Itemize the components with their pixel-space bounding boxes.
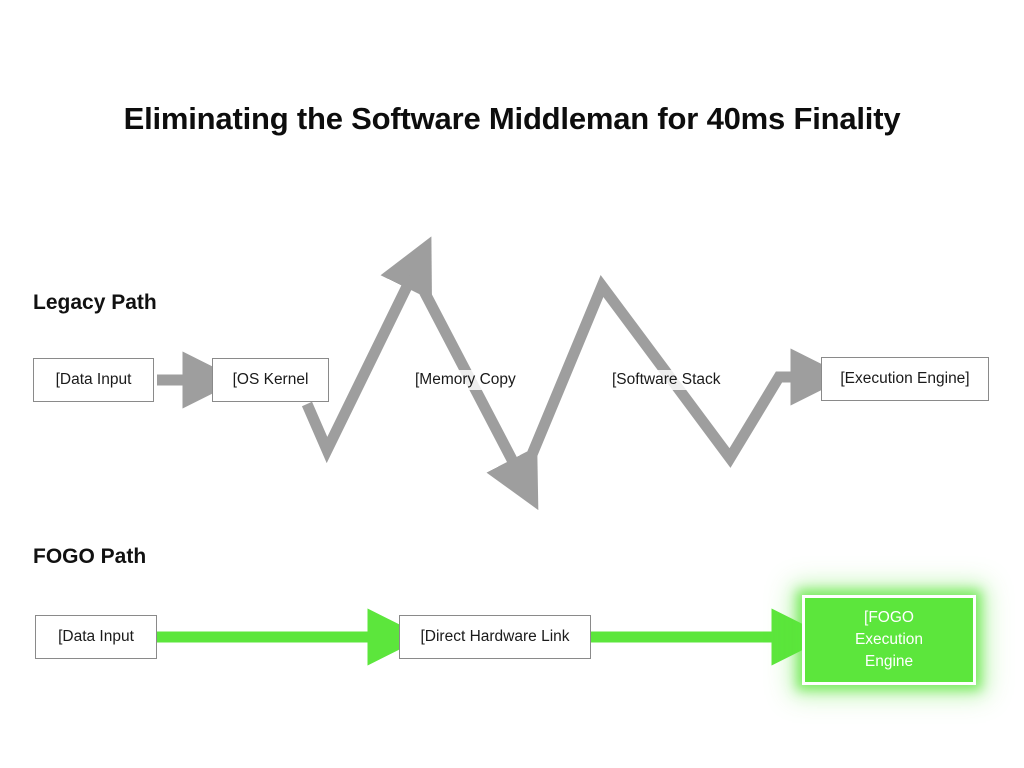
node-legacy-execution-engine[interactable]: [Execution Engine]	[821, 357, 989, 401]
node-legacy-data-input[interactable]: [Data Input	[33, 358, 154, 402]
page-title: Eliminating the Software Middleman for 4…	[123, 101, 901, 136]
fogo-execution-engine-line-1: [FOGO	[864, 609, 914, 626]
section-label-fogo-path: FOGO Path	[33, 545, 147, 568]
section-label-legacy-path: Legacy Path	[33, 291, 157, 314]
fogo-execution-engine-line-2: Execution	[854, 631, 924, 648]
fogo-execution-engine-line-3: Engine	[864, 653, 914, 670]
node-legacy-os-kernel[interactable]: [OS Kernel	[212, 358, 329, 402]
node-fogo-execution-engine[interactable]: [FOGO Execution Engine	[802, 595, 976, 685]
node-fogo-data-input[interactable]: [Data Input	[35, 615, 157, 659]
node-legacy-memory-copy: [Memory Copy	[412, 370, 519, 390]
node-legacy-software-stack: [Software Stack	[609, 370, 724, 390]
node-fogo-direct-hardware-link[interactable]: [Direct Hardware Link	[399, 615, 591, 659]
